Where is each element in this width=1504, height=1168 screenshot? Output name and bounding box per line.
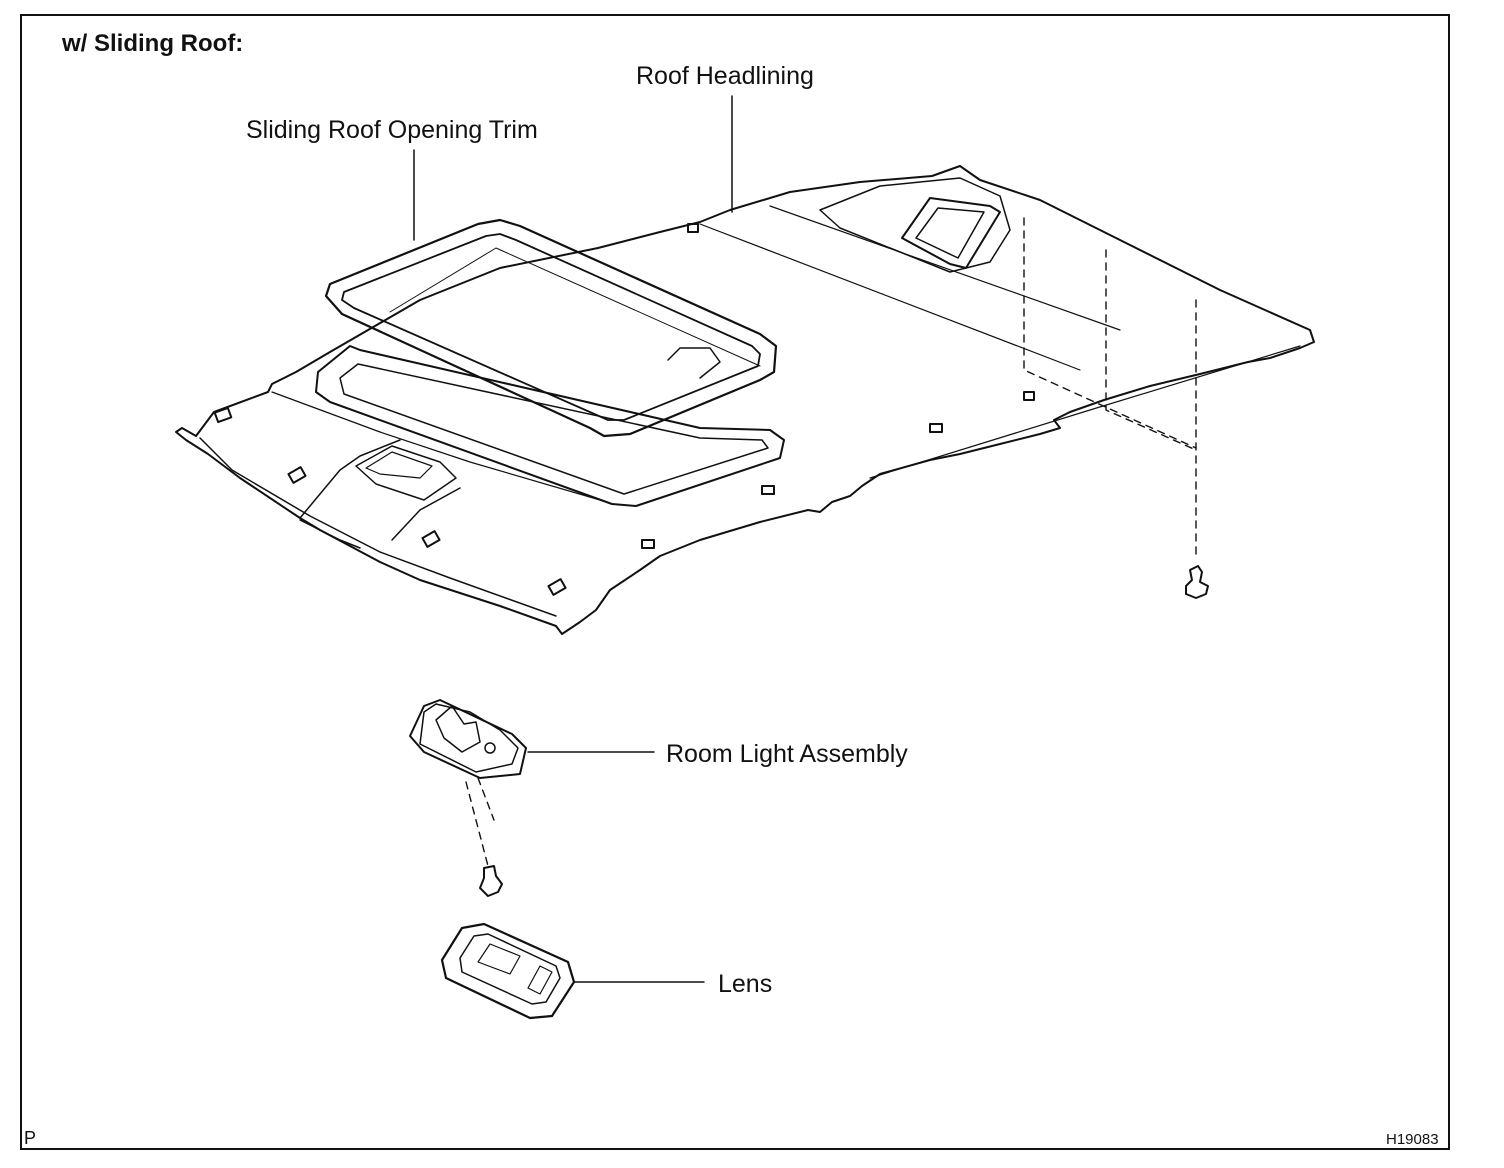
headlining-clip-icon (1185, 565, 1209, 599)
screw-icon (479, 865, 503, 897)
footer-left-code: P (24, 1128, 37, 1148)
roof-headlining-label: Roof Headlining (636, 62, 814, 90)
diagram-frame (20, 14, 1450, 1150)
room-light-assembly-label: Room Light Assembly (666, 740, 908, 768)
sliding-roof-opening-trim (324, 218, 778, 438)
roof-headlining-panel (175, 165, 1315, 635)
lens-label: Lens (718, 970, 773, 998)
sliding-roof-opening-trim-label: Sliding Roof Opening Trim (246, 116, 538, 144)
leader-lines (413, 95, 733, 983)
page-title: w/ Sliding Roof: (62, 30, 244, 57)
assembly-lines (465, 217, 1197, 867)
room-light-assembly-part (409, 699, 527, 779)
lens-part (440, 922, 576, 1020)
figure-id: H19083 (1386, 1131, 1439, 1148)
